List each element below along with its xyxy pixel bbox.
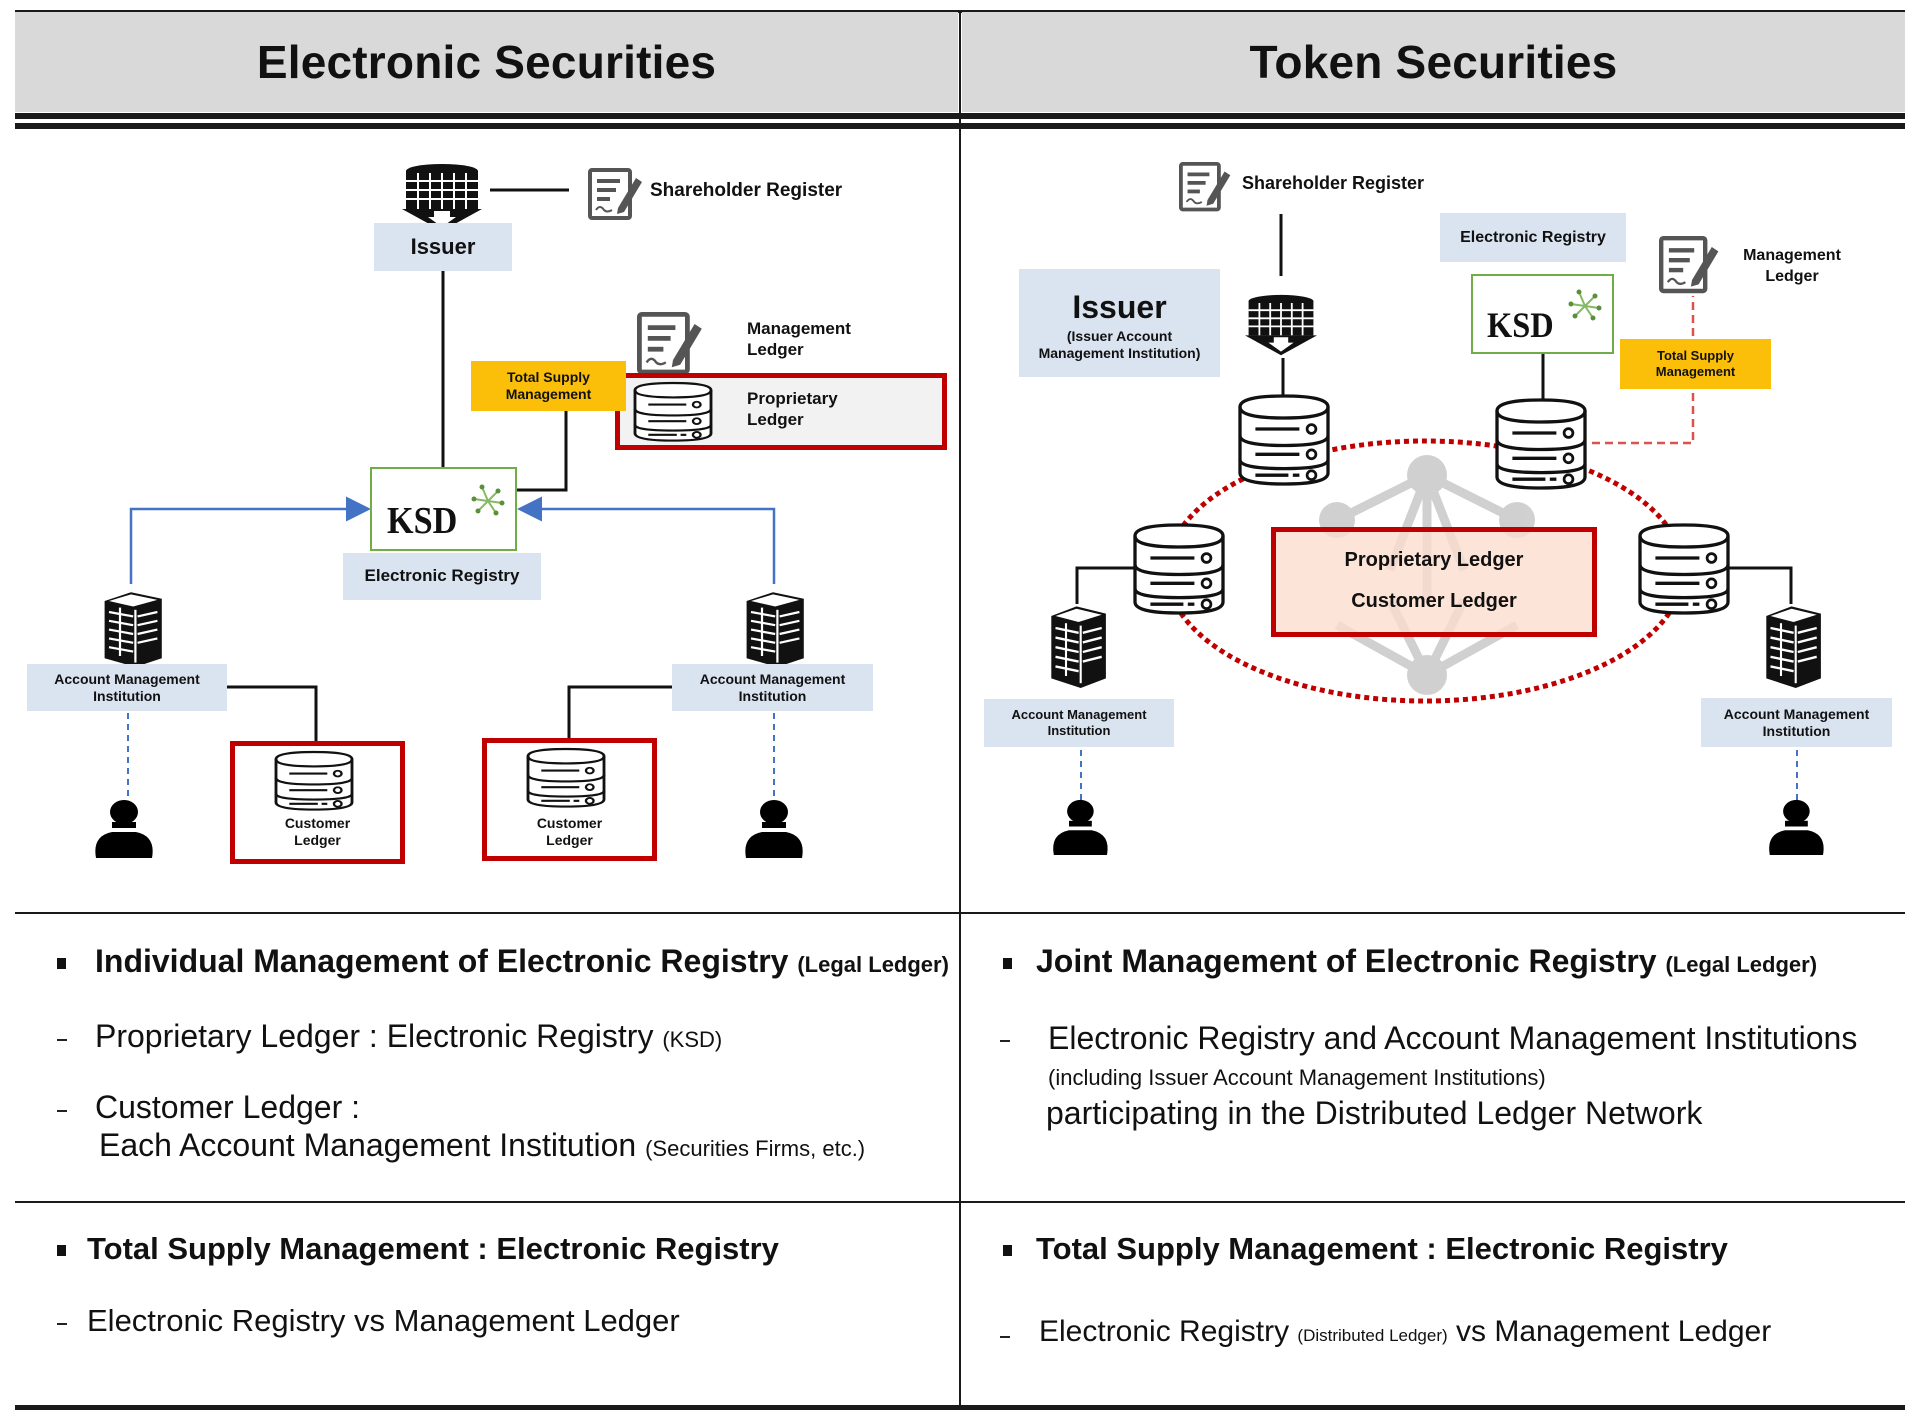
- bullet-icon: [1003, 958, 1012, 969]
- dash-icon: [1000, 1040, 1010, 1042]
- header-right-title: Token Securities: [1249, 36, 1618, 88]
- ami-right-label-r: Account Management Institution: [1701, 698, 1892, 747]
- header-left-title: Electronic Securities: [256, 36, 717, 88]
- building-icon-left: [103, 591, 163, 669]
- db-left-building-line: [1075, 566, 1135, 604]
- ami-left-label: Account Management Institution: [27, 664, 227, 711]
- bullet-icon: [1003, 1245, 1012, 1256]
- left-section1-item2: Customer Ledger : Each Account Managemen…: [95, 1089, 866, 1163]
- person-icon-right-r: [1769, 799, 1824, 855]
- electronic-registry-label-r: Electronic Registry: [1440, 213, 1626, 262]
- shareholder-register-icon: [588, 168, 644, 220]
- management-ledger-label: Management Ledger: [747, 319, 851, 360]
- issuer-building-icon: [401, 163, 483, 232]
- database-icon-left: [1133, 523, 1225, 615]
- ami-left-ksd-arrow: [129, 496, 371, 584]
- issuer-label-r: Issuer: [1072, 289, 1167, 325]
- top-border: [15, 10, 1905, 13]
- header-right: Token Securities: [962, 12, 1905, 112]
- left-section1-heading: Individual Management of Electronic Regi…: [95, 943, 949, 979]
- right-section2-item1: Electronic Registry (Distributed Ledger)…: [1039, 1315, 1772, 1348]
- issuer-building-icon-r: [1244, 293, 1318, 357]
- dash-icon: [57, 1110, 67, 1112]
- customer-ledger-left-box: [230, 741, 405, 864]
- bullet-icon: [57, 1245, 66, 1256]
- ksd-logo-text: KSD: [387, 500, 458, 542]
- person-icon-left-r: [1053, 799, 1108, 855]
- ami-right-label: Account Management Institution: [672, 664, 873, 711]
- column-divider: [959, 12, 961, 1408]
- dash-icon: [57, 1323, 67, 1325]
- customer-ledger-left-label: Customer Ledger: [284, 815, 351, 848]
- dash-icon: [1000, 1336, 1010, 1338]
- right-section1-heading: Joint Management of Electronic Registry …: [1036, 943, 1818, 979]
- db-right-building-line: [1729, 566, 1793, 604]
- ksd-star-icon: [470, 483, 506, 517]
- left-section1-item1: Proprietary Ledger : Electronic Registry…: [95, 1018, 723, 1054]
- row-divider-2: [15, 1201, 1905, 1203]
- shareholder-register-icon-r: [1179, 161, 1233, 212]
- row-divider-1: [15, 912, 1905, 914]
- proprietary-ledger-label-r: Proprietary Ledger: [1344, 549, 1524, 571]
- shared-ledger-box: Proprietary Ledger Customer Ledger: [1271, 527, 1597, 637]
- person-icon-right: [745, 800, 803, 858]
- supply-ksd-line: [517, 411, 568, 492]
- customer-ledger-right-box: [482, 738, 657, 861]
- ksd-box: KSD: [370, 467, 517, 551]
- shareholder-register-label-r: Shareholder Register: [1242, 173, 1425, 193]
- customer-ledger-right-label: Customer Ledger: [536, 815, 603, 848]
- ami-right-customer-line: [567, 685, 672, 738]
- customer-ledger-label-r: Customer Ledger: [1351, 590, 1517, 612]
- issuer-label: Issuer: [374, 223, 512, 271]
- ami-left-label-r: Account Management Institution: [984, 699, 1174, 747]
- management-ledger-label-r: Management Ledger: [1743, 247, 1841, 285]
- database-icon-ksd: [1495, 398, 1587, 490]
- ksd-star-icon-r: [1567, 288, 1603, 322]
- shareholder-register-label: Shareholder Register: [650, 180, 843, 201]
- ksd-box-r: KSD: [1471, 274, 1614, 354]
- management-ledger-icon: [639, 314, 701, 372]
- ami-left-customer-line: [227, 685, 318, 741]
- building-icon-right: [745, 591, 805, 669]
- building-icon-left-r: [1050, 605, 1108, 690]
- building-icon-right-r: [1765, 605, 1823, 690]
- proprietary-ledger-label: Proprietary Ledger: [747, 389, 838, 430]
- right-section2-heading: Total Supply Management : Electronic Reg…: [1036, 1231, 1728, 1266]
- ksd-logo-text-r: KSD: [1487, 305, 1554, 345]
- total-supply-management-label-r: Total Supply Management: [1620, 339, 1771, 389]
- total-supply-management-label: Total Supply Management: [471, 361, 626, 411]
- issuer-box-r: Issuer (Issuer Account Management Instit…: [1019, 269, 1220, 377]
- bottom-border: [15, 1405, 1905, 1410]
- electronic-registry-label: Electronic Registry: [343, 553, 541, 600]
- person-icon-left: [95, 800, 153, 858]
- management-ledger-icon-r: [1661, 238, 1718, 291]
- left-section2-item1: Electronic Registry vs Management Ledger: [87, 1303, 680, 1338]
- database-icon-right: [1638, 523, 1730, 615]
- left-section2-heading: Total Supply Management : Electronic Reg…: [87, 1231, 779, 1266]
- issuer-sublabel-r: (Issuer Account Management Institution): [1038, 328, 1201, 361]
- bullet-icon: [57, 958, 66, 969]
- header-left: Electronic Securities: [15, 12, 958, 112]
- database-icon-issuer: [1238, 394, 1330, 486]
- right-section1-item1: Electronic Registry and Account Manageme…: [1046, 1020, 1858, 1131]
- ami-right-ksd-arrow: [517, 496, 776, 584]
- dash-icon: [57, 1039, 67, 1041]
